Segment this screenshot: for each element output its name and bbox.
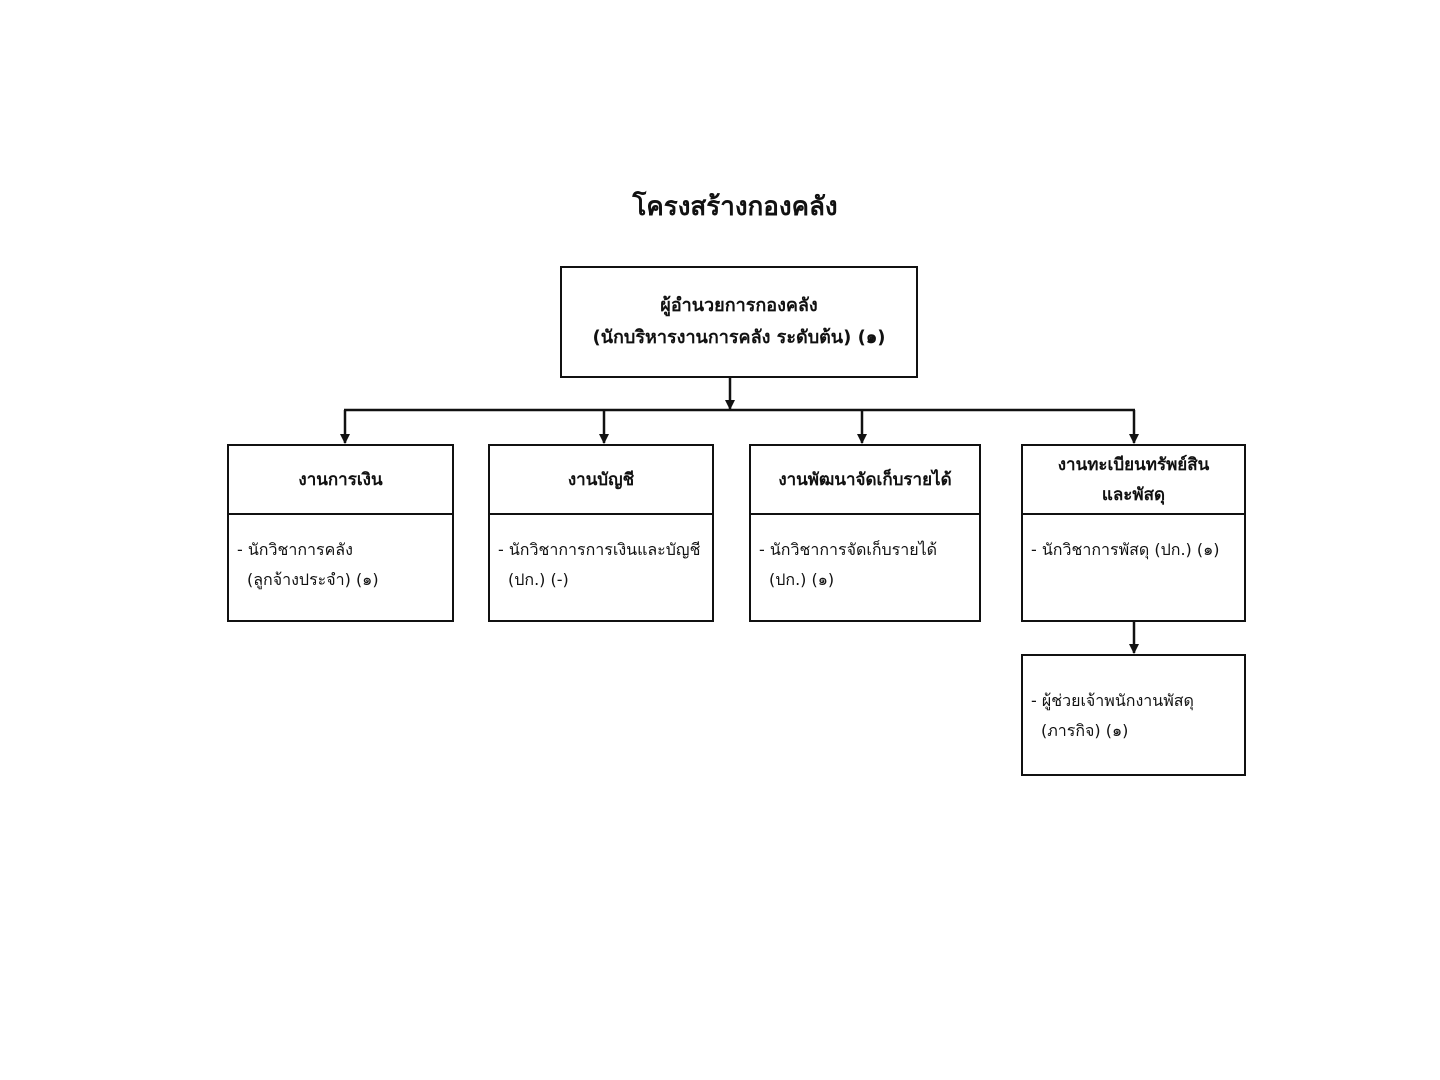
unit-name: งานการเงิน xyxy=(229,446,452,515)
unit-box-revenue: งานพัฒนาจัดเก็บรายได้ - นักวิชาการจัดเก็… xyxy=(749,444,981,622)
unit-staff: - นักวิชาการคลัง (ลูกจ้างประจำ) (๑) xyxy=(237,540,379,589)
director-title: ผู้อำนวยการกองคลัง xyxy=(660,295,818,316)
sub-unit-staff: - ผู้ช่วยเจ้าพนักงานพัสดุ (ภารกิจ) (๑) xyxy=(1031,691,1194,740)
unit-staff: - นักวิชาการพัสดุ (ปก.) (๑) xyxy=(1031,540,1220,559)
director-box: ผู้อำนวยการกองคลัง (นักบริหารงานการคลัง … xyxy=(560,266,918,378)
unit-name: งานทะเบียนทรัพย์สิน และพัสดุ xyxy=(1023,446,1244,515)
unit-staff: - นักวิชาการจัดเก็บรายได้ (ปก.) (๑) xyxy=(759,540,938,589)
unit-box-accounting: งานบัญชี - นักวิชาการการเงินและบัญชี (ปก… xyxy=(488,444,714,622)
sub-unit-box: - ผู้ช่วยเจ้าพนักงานพัสดุ (ภารกิจ) (๑) xyxy=(1021,654,1246,776)
director-position: (นักบริหารงานการคลัง ระดับต้น) (๑) xyxy=(592,327,886,348)
unit-name: งานพัฒนาจัดเก็บรายได้ xyxy=(751,446,979,515)
chart-title: โครงสร้างกองคลัง xyxy=(632,192,838,222)
unit-staff: - นักวิชาการการเงินและบัญชี (ปก.) (-) xyxy=(498,540,701,589)
unit-box-finance: งานการเงิน - นักวิชาการคลัง (ลูกจ้างประจ… xyxy=(227,444,454,622)
unit-box-assets: งานทะเบียนทรัพย์สิน และพัสดุ - นักวิชากา… xyxy=(1021,444,1246,622)
unit-name: งานบัญชี xyxy=(490,446,712,515)
